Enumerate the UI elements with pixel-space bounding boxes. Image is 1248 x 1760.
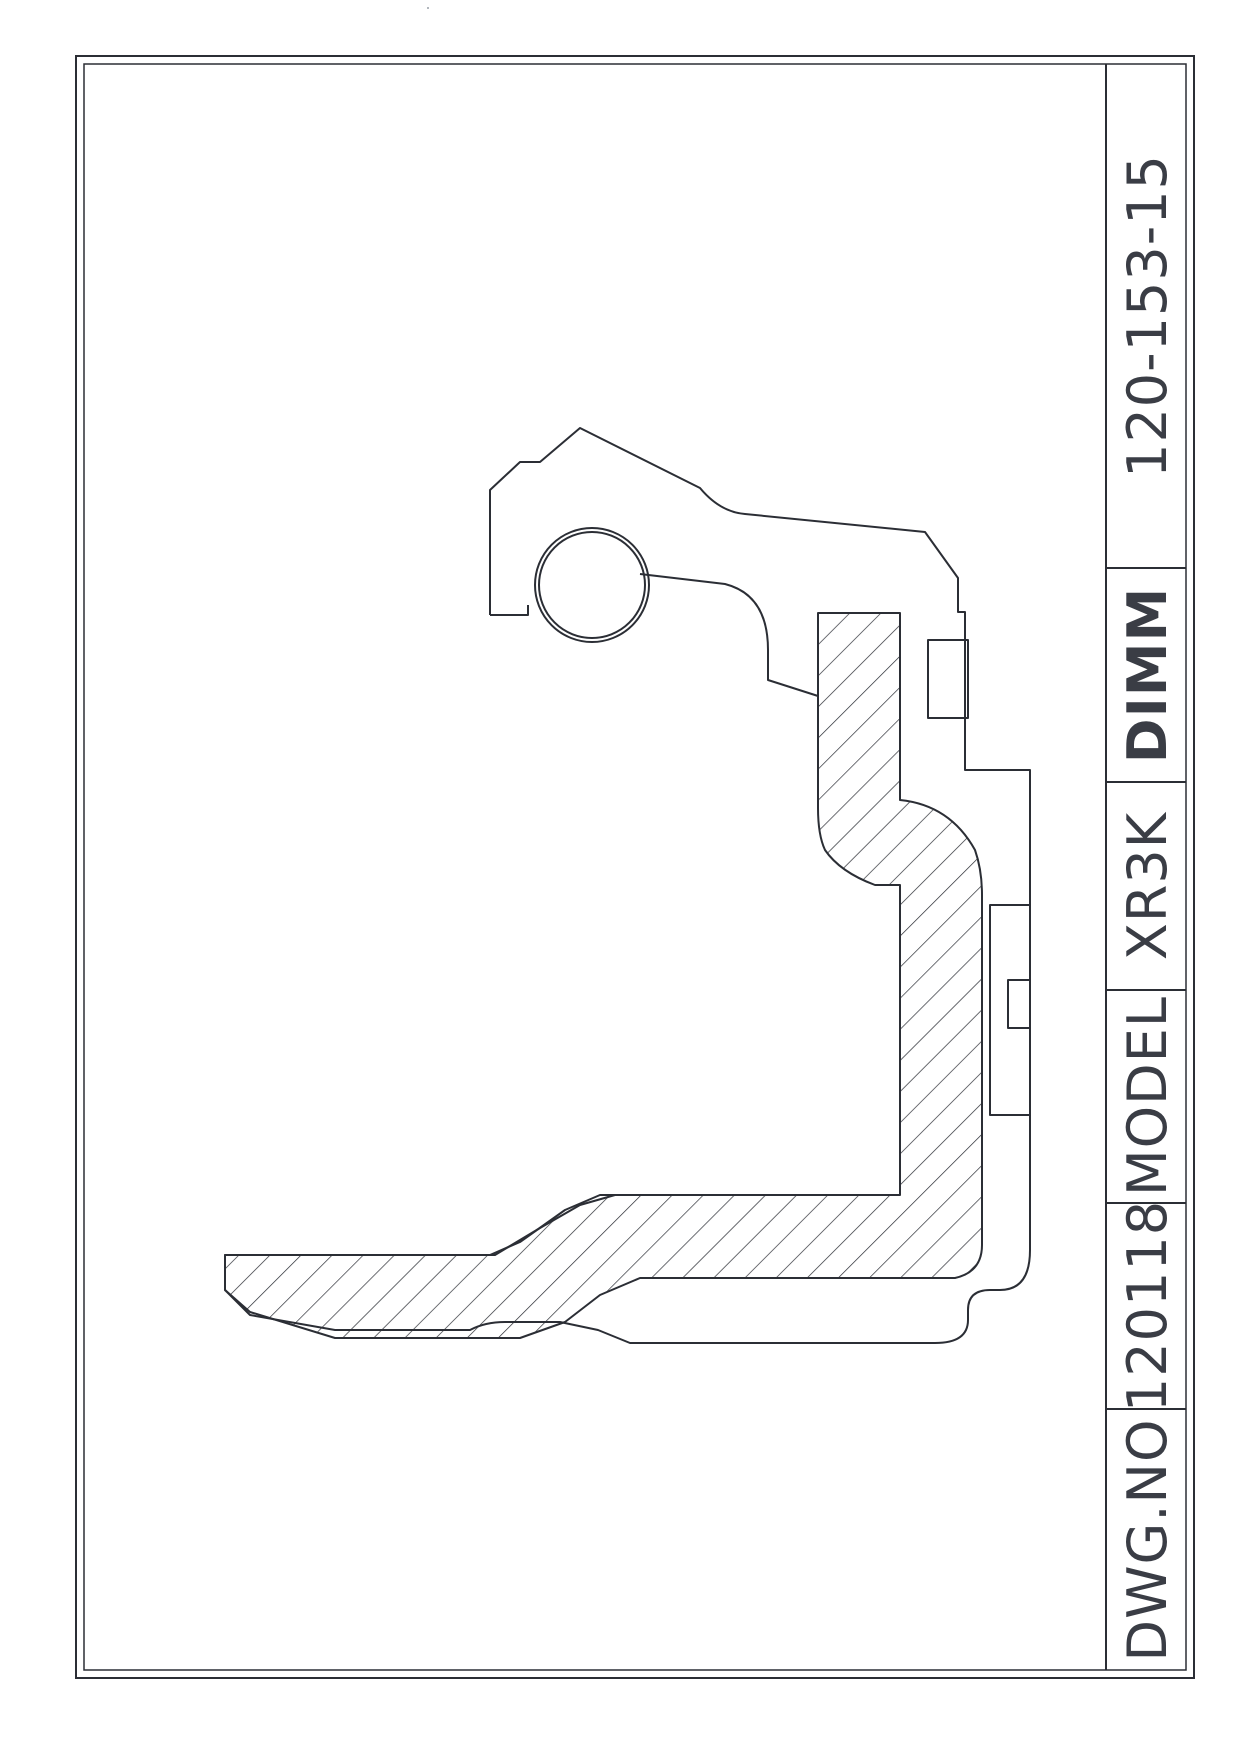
- dwg-no-value: 120118: [1116, 1200, 1179, 1412]
- model-value: XR3K: [1116, 811, 1179, 960]
- housing-slot-right-small: [1007, 979, 1031, 1029]
- housing-left-flat: [490, 605, 529, 616]
- dimm-label: DIMM: [1116, 587, 1179, 763]
- seal-section: [224, 612, 983, 1339]
- seal-hatched-area: [224, 612, 983, 1339]
- housing-slot-top: [927, 639, 969, 719]
- scan-speck: [427, 7, 429, 9]
- dwg-no-label: DWG.NO: [1116, 1419, 1179, 1662]
- bore-circle-outer: [534, 527, 650, 643]
- outer-frame: [75, 55, 1195, 1679]
- bore-circle-inner: [538, 531, 646, 639]
- housing-slot-right: [989, 904, 1031, 1116]
- model-label: MODEL: [1116, 996, 1179, 1196]
- dimm-value: 120-153-15: [1116, 154, 1179, 478]
- housing-upper-inner: [639, 573, 819, 697]
- inner-frame: [83, 63, 1187, 1671]
